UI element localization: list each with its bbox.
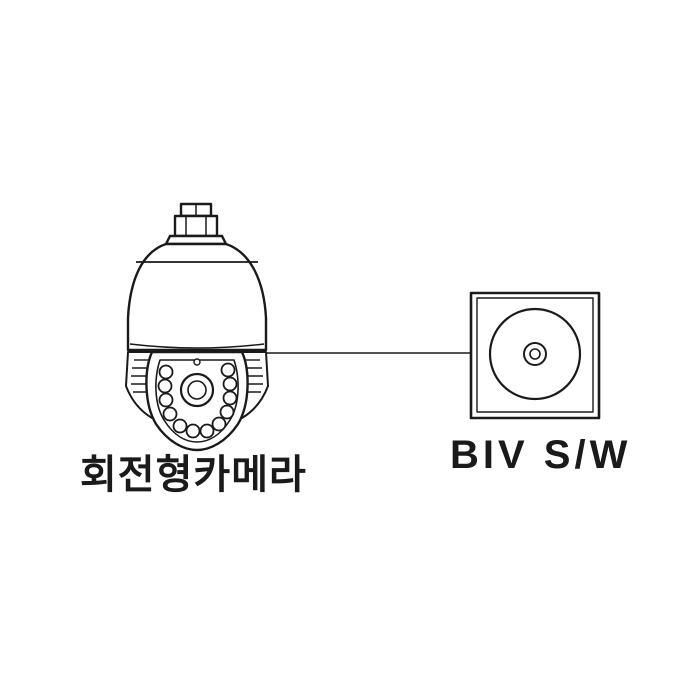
biv-switch-icon bbox=[469, 291, 601, 420]
camera-label: 회전형카메라 bbox=[80, 452, 307, 498]
ptz-dome-camera-icon bbox=[125, 202, 269, 452]
switch-label: BIV S/W bbox=[450, 433, 632, 477]
